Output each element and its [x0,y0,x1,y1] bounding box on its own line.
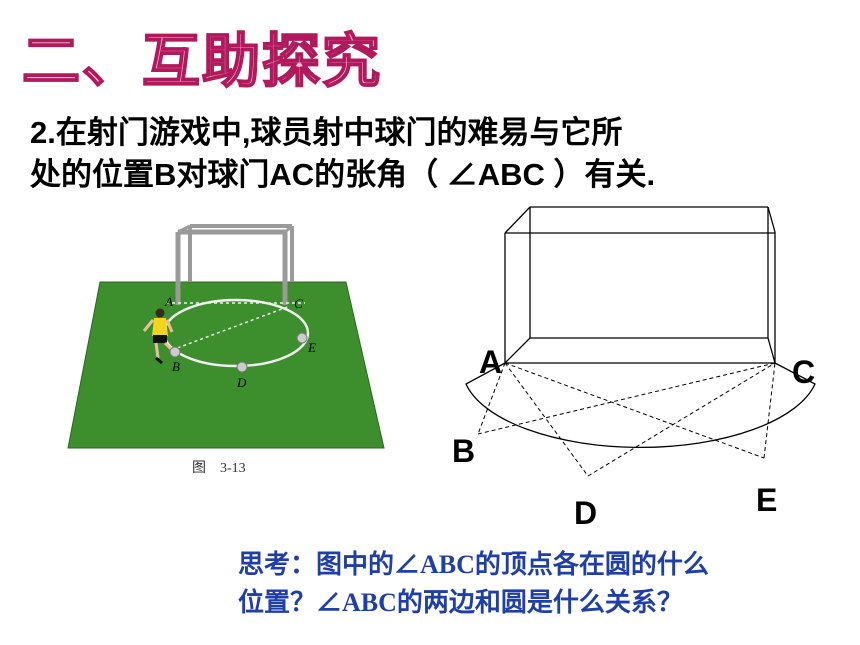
player-figure [142,308,176,365]
diagram-label-d: D [574,495,597,531]
problem-line-1: 2.在射门游戏中,球员射中球门的难易与它所 [30,115,623,150]
photo-label-b: B [172,359,180,374]
goal-frame [175,224,294,305]
ball-b [169,346,181,358]
dashed-chords [477,362,776,477]
geometry-diagram: A C B D E [452,206,816,531]
slide-title: 二、互助探究 [21,26,383,96]
goal-box [504,206,776,364]
problem-line-2: 处的位置B对球门AC的张角（ ∠ABC ）有关. [30,157,656,192]
photo-caption: 图 3-13 [192,461,246,476]
think-line-2: 位置？∠ABC的两边和圆是什么关系？ [238,588,683,617]
diagram-label-b: B [452,433,475,469]
think-question: 思考：图中的∠ABC的顶点各在圆的什么 位置？∠ABC的两边和圆是什么关系？ [238,546,858,622]
shot-line [171,305,291,351]
diagram-label-a: A [479,344,502,380]
photo-label-c: C [294,296,303,311]
diagram-label-e: E [756,482,777,518]
ball-d [236,361,248,373]
diagram-label-c: C [792,354,815,390]
photo-label-d: D [236,375,247,390]
photo-label-e: E [307,340,316,355]
ball-e [296,332,308,344]
problem-text: 2.在射门游戏中,球员射中球门的难易与它所 处的位置B对球门AC的张角（ ∠AB… [30,112,830,196]
field-circle-diagram [465,362,816,449]
soccer-field-photo: A C B D E 图 3-13 [67,224,385,476]
photo-label-a: A [164,294,173,309]
think-line-1: 思考：图中的∠ABC的顶点各在圆的什么 [238,550,709,579]
